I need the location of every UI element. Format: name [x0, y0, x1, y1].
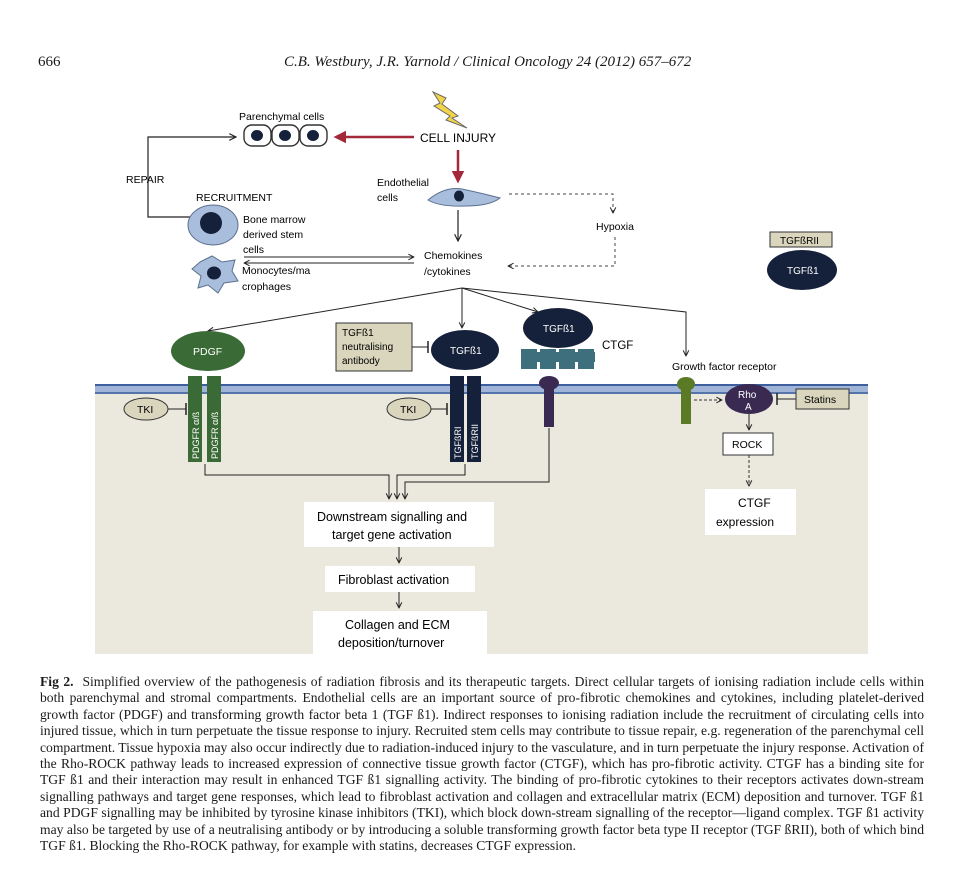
endothelial-line2: cells: [377, 192, 398, 204]
pdgfr-receptor: [188, 376, 221, 462]
repair-label: REPAIR: [126, 174, 165, 186]
pdgfr-label-1: PDGFR α/ß: [191, 411, 201, 459]
tgfb1-free-label: TGFß1: [787, 266, 819, 277]
cell-injury-label: CELL INJURY: [420, 131, 496, 145]
endothelial-cell-icon: [427, 188, 502, 207]
ctgf-expression-line1: CTGF: [738, 496, 771, 510]
neut-line3: antibody: [342, 356, 380, 367]
cell-membrane: [95, 385, 868, 394]
monocytes-line2: crophages: [242, 281, 291, 293]
endothelial-line1: Endothelial: [377, 177, 429, 189]
tgfbrii-label: TGFßRII: [470, 424, 480, 459]
hypoxia-label: Hypoxia: [596, 221, 634, 233]
tki-label-1: TKI: [137, 404, 153, 416]
tgfbri-label: TGFßRI: [453, 427, 463, 460]
statins-box: [795, 388, 850, 410]
pdgfr-label-2: PDGFR α/ß: [210, 411, 220, 459]
ctgf-expression-box: [705, 489, 796, 535]
figure-caption: Fig 2. Simplified overview of the pathog…: [40, 674, 924, 854]
tgfb1-free-ellipse: [767, 250, 837, 290]
tgfb1-ctgf-ellipse: [523, 308, 593, 348]
lightning-icon: [431, 90, 468, 129]
bone-marrow-line2: derived stem: [243, 229, 303, 241]
rho-label-2: A: [745, 402, 752, 413]
downstream-box: [304, 502, 494, 547]
neut-line2: neutralising: [342, 342, 393, 353]
growth-factor-receptor-label: Growth factor receptor: [672, 361, 777, 373]
running-head: C.B. Westbury, J.R. Yarnold / Clinical O…: [284, 54, 692, 70]
pdgf-ellipse: [171, 331, 245, 371]
recruitment-label: RECRUITMENT: [196, 192, 273, 204]
tgfbrii-soluble-box: [769, 231, 833, 248]
ctgf-receptor: [539, 376, 559, 427]
fibrosis-pathway-figure: CELL INJURY Parenchymal cells REPAIR REC…: [95, 90, 868, 656]
downstream-line2: target gene activation: [332, 528, 452, 542]
pdgf-label: PDGF: [193, 346, 222, 358]
statins-label: Statins: [804, 394, 836, 406]
rock-box: [722, 432, 774, 456]
tgfb1-ctgf-label: TGFß1: [543, 324, 575, 335]
rho-label-1: Rho: [738, 390, 757, 401]
parenchymal-label: Parenchymal cells: [239, 111, 324, 123]
tgfbrii-soluble-label: TGFßRII: [780, 236, 819, 247]
monocytes-line1: Monocytes/ma: [242, 265, 310, 277]
ctgf-label: CTGF: [602, 340, 633, 352]
chemokines-line1: Chemokines: [424, 250, 482, 262]
bone-marrow-line1: Bone marrow: [243, 214, 306, 226]
chemokines-line2: /cytokines: [424, 266, 471, 278]
bone-marrow-line3: cells: [243, 244, 264, 256]
neut-line1: TGFß1: [342, 328, 374, 339]
collagen-box: [313, 611, 487, 656]
downstream-line1: Downstream signalling and: [317, 510, 467, 524]
tgfb1-center-label: TGFß1: [450, 346, 482, 357]
fibroblast-label: Fibroblast activation: [338, 573, 449, 587]
tgfbr-receptor: [450, 376, 481, 462]
parenchymal-cells: [243, 124, 328, 147]
ctgf-complex: [521, 349, 595, 369]
fibroblast-box: [325, 566, 475, 592]
rock-label: ROCK: [732, 439, 762, 451]
collagen-line2: deposition/turnover: [338, 636, 444, 650]
growth-factor-receptor: [677, 377, 695, 424]
page-number: 666: [38, 54, 61, 70]
caption-label: Fig 2.: [40, 674, 74, 689]
monocyte-icon: [191, 255, 239, 294]
tki-label-2: TKI: [400, 404, 416, 416]
collagen-line1: Collagen and ECM: [345, 618, 450, 632]
rho-a-ellipse: [725, 384, 773, 414]
tgfb1-center-ellipse: [431, 330, 499, 370]
ctgf-expression-line2: expression: [716, 515, 774, 529]
stem-cell-icon: [187, 204, 239, 246]
caption-text: Simplified overview of the pathogenesis …: [40, 674, 924, 854]
